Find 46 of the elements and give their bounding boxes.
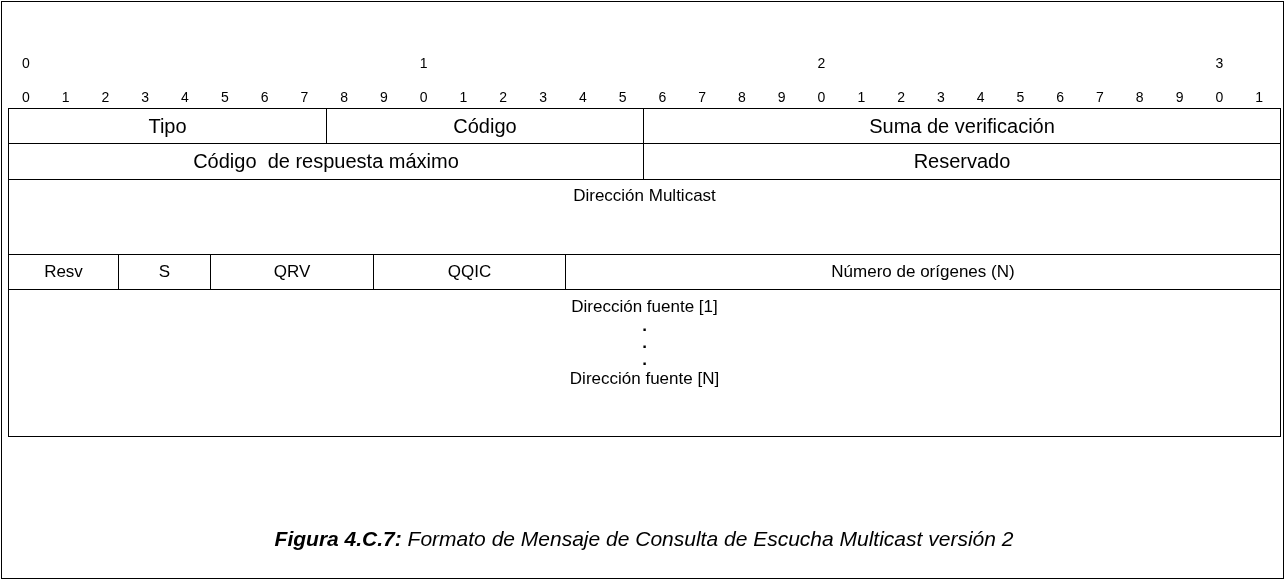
bit-number: 4	[577, 89, 588, 105]
bit-number: 1	[458, 89, 469, 105]
bit-number: 0	[1214, 89, 1225, 105]
bit-number: 2	[896, 89, 906, 105]
bit-number: 7	[299, 89, 310, 105]
ellipsis-dot: .	[642, 351, 647, 368]
bit-number: 0	[21, 89, 31, 105]
bit-number: 9	[1174, 89, 1185, 105]
bit-number: 6	[657, 89, 668, 105]
ellipsis-dot: .	[642, 334, 647, 351]
field-cell: Tipo	[8, 108, 327, 144]
field-cell: Suma de verificación	[643, 108, 1281, 144]
bit-number: 8	[737, 89, 747, 105]
field-cell	[8, 289, 1281, 437]
field-label: Dirección fuente [1]	[571, 296, 718, 317]
bit-number: 4	[180, 89, 190, 105]
figure-caption: Figura 4.C.7: Formato de Mensaje de Consulta de Escucha Multicast versión 2	[273, 527, 1015, 551]
bit-number: 7	[697, 89, 708, 105]
bit-number: 1	[856, 89, 867, 105]
bit-number: 3	[1214, 55, 1225, 71]
bit-number: 5	[617, 89, 628, 105]
bit-number: 2	[816, 55, 827, 71]
bit-number: 4	[975, 89, 986, 105]
bit-number: 9	[379, 89, 389, 105]
bit-number: 0	[21, 55, 31, 71]
bit-number: 3	[538, 89, 548, 105]
bit-number: 9	[776, 89, 787, 105]
bit-number: 8	[1134, 89, 1145, 105]
bit-number: 1	[60, 89, 71, 105]
bit-number: 5	[1015, 89, 1026, 105]
bit-number: 3	[935, 89, 946, 105]
bit-number: 0	[816, 89, 827, 105]
bit-number: 2	[498, 89, 509, 105]
bit-number: 1	[1254, 89, 1264, 105]
bit-number: 1	[418, 55, 429, 71]
bit-number: 6	[259, 89, 270, 105]
bit-number: 6	[1055, 89, 1066, 105]
bit-number: 7	[1095, 89, 1105, 105]
field-label: Dirección fuente [N]	[569, 368, 720, 389]
bit-number: 2	[100, 89, 111, 105]
ellipsis-dot: .	[642, 317, 647, 334]
bit-number: 8	[339, 89, 350, 105]
bit-number: 3	[140, 89, 151, 105]
bit-number: 5	[219, 89, 230, 105]
field-cell: Dirección Multicast	[8, 179, 1281, 255]
bit-number: 0	[418, 89, 429, 105]
